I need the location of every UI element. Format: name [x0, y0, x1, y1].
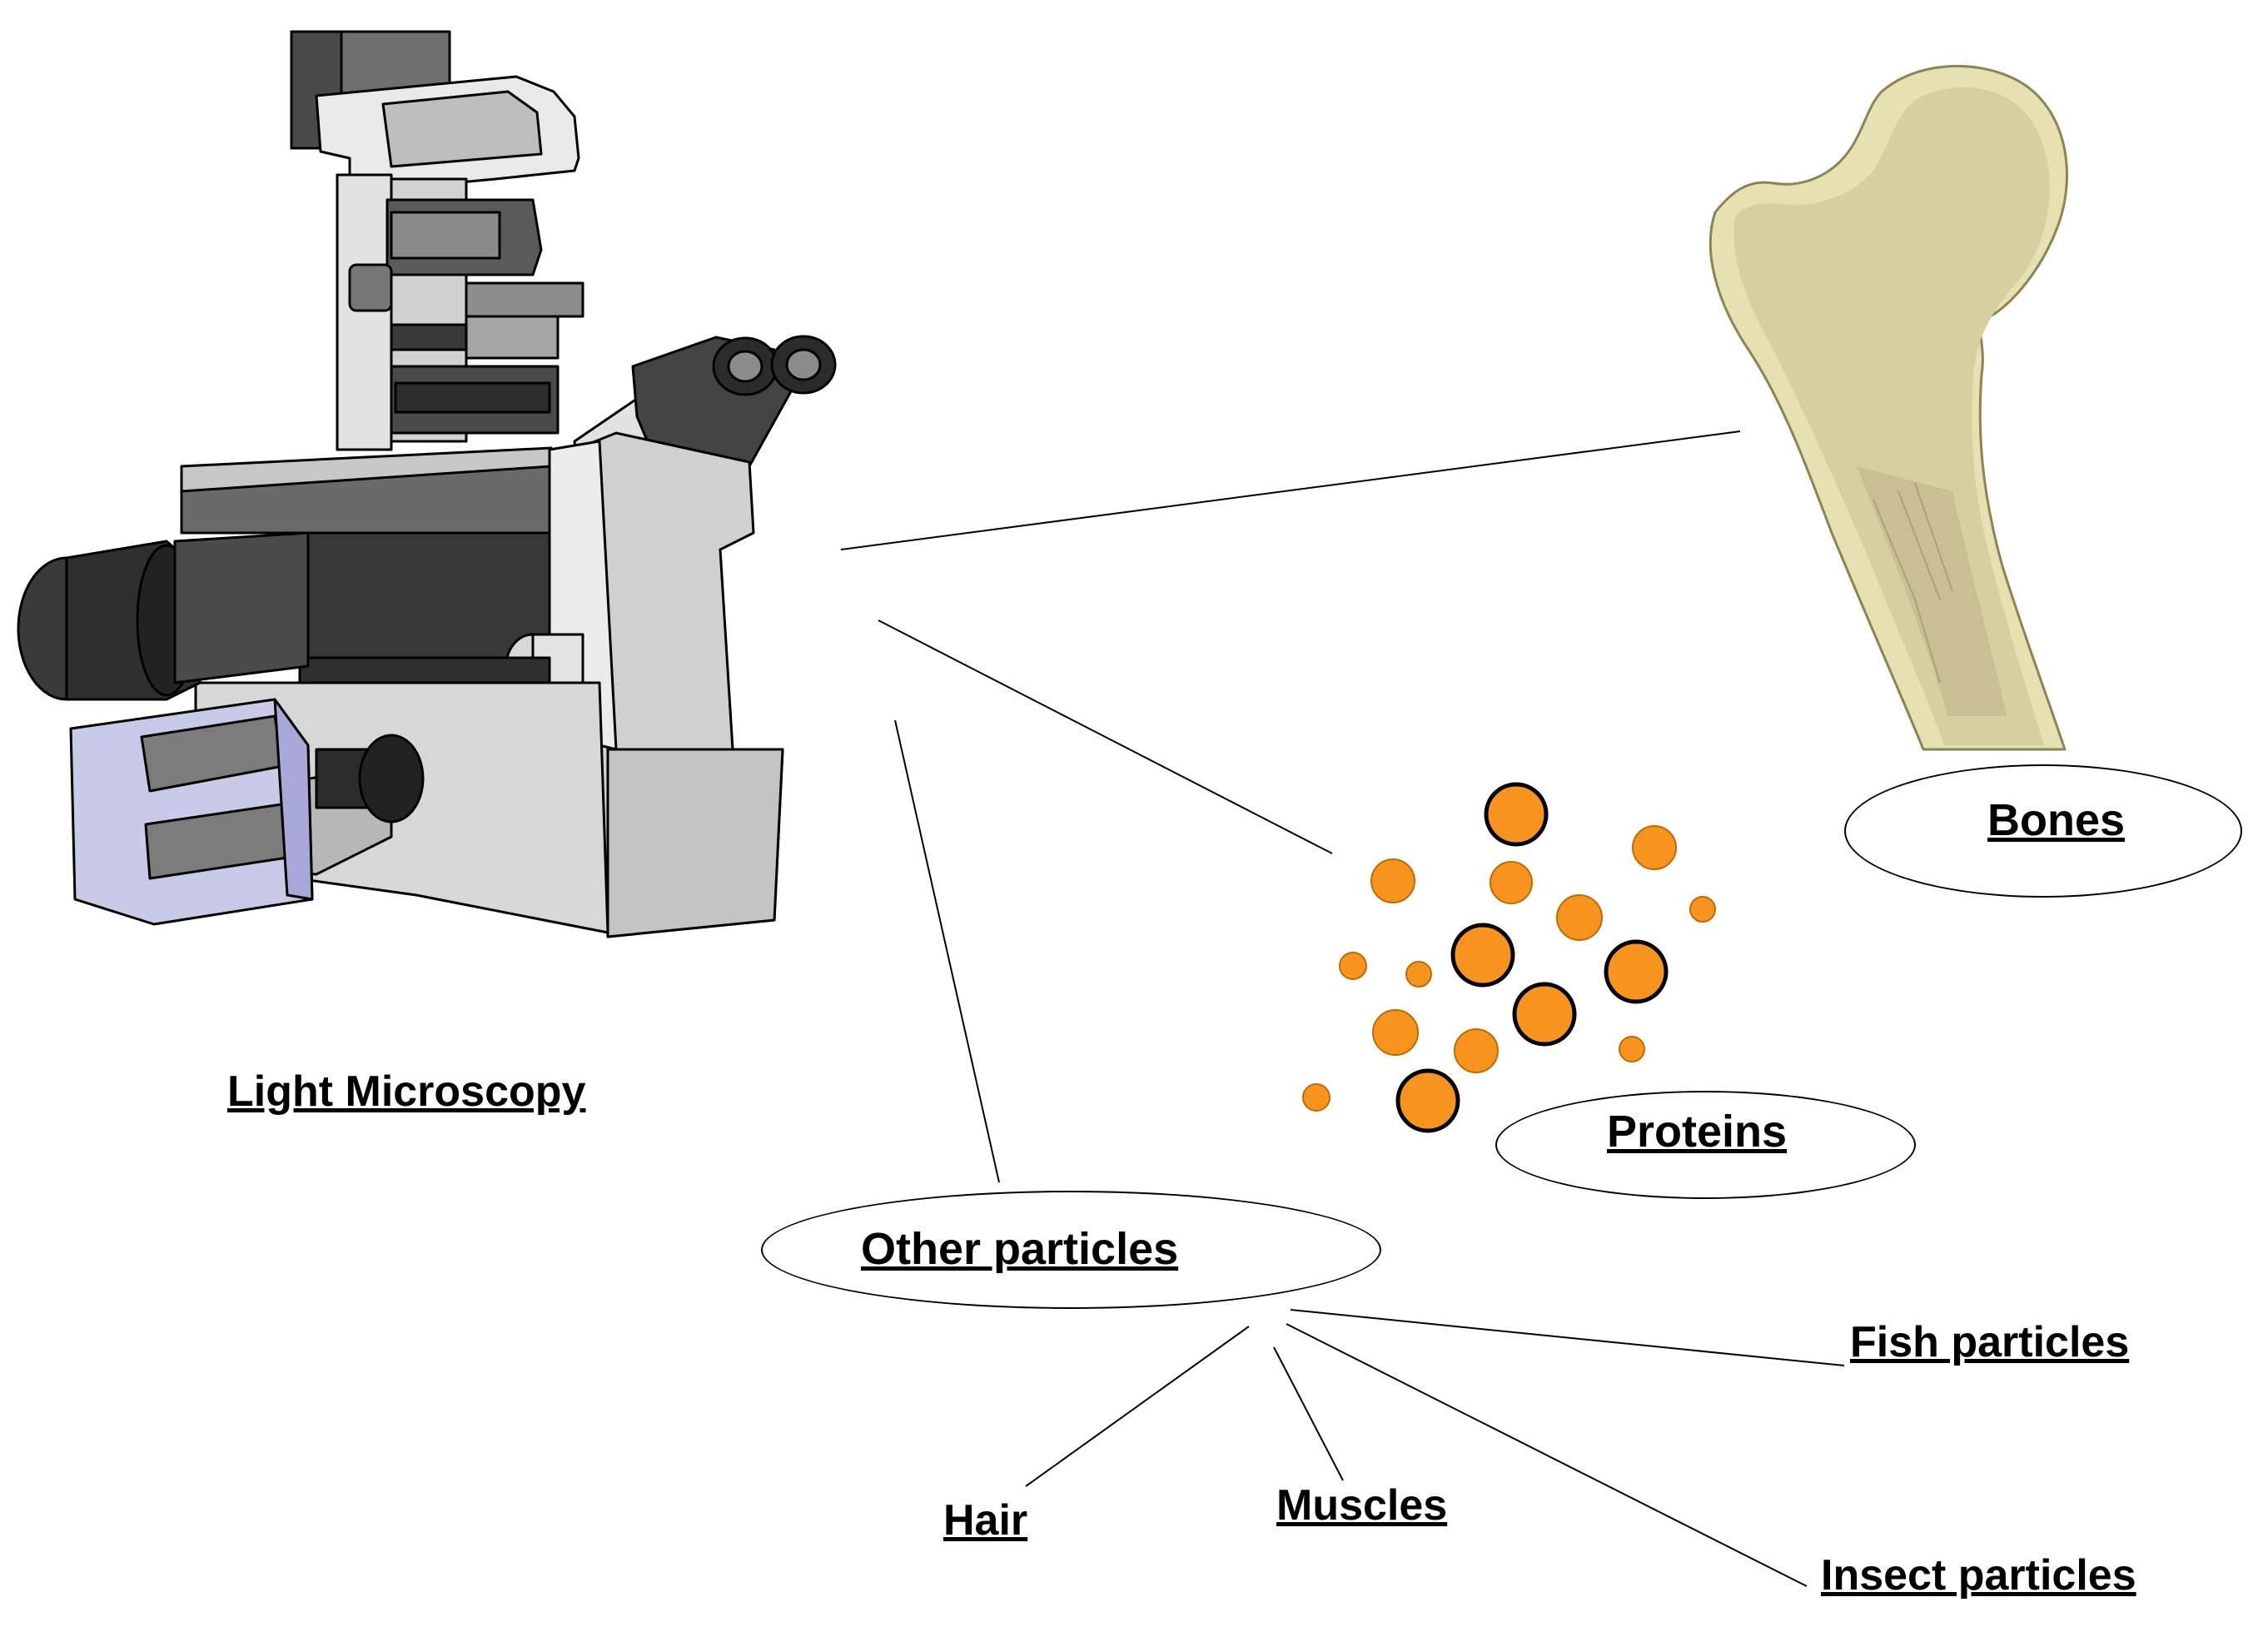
protein-particle — [1632, 825, 1677, 870]
protein-particle — [1512, 982, 1577, 1047]
protein-particle — [1484, 782, 1549, 847]
hair-label: Hair — [943, 1496, 1028, 1545]
protein-particle — [1372, 1009, 1419, 1056]
line-to-hair — [1025, 1326, 1250, 1487]
protein-particle — [1395, 1068, 1460, 1133]
fish-particles-label: Fish particles — [1850, 1318, 2130, 1366]
proteins-label: Proteins — [1607, 1107, 1788, 1157]
protein-particles — [1302, 782, 1716, 1133]
insect-particles-label: Insect particles — [1821, 1551, 2136, 1600]
protein-particle — [1604, 939, 1669, 1004]
bone-illustration — [1708, 64, 2068, 751]
light-microscopy-label: Light Microscopy — [227, 1067, 586, 1116]
line-to-other-particles — [894, 719, 1000, 1183]
protein-particle — [1619, 1036, 1645, 1062]
line-to-bones — [840, 430, 1741, 550]
other-particles-label: Other particles — [861, 1224, 1179, 1274]
other-particles-ellipse — [761, 1191, 1381, 1309]
line-to-fish — [1290, 1309, 1845, 1366]
bones-ellipse — [1844, 764, 2242, 898]
line-to-insect — [1286, 1323, 1808, 1587]
protein-particle — [1490, 861, 1533, 904]
line-to-proteins — [878, 619, 1333, 854]
protein-particle — [1689, 896, 1716, 923]
proteins-ellipse — [1495, 1091, 1916, 1199]
connector-lines — [840, 430, 1845, 1587]
microscope-illustration — [17, 30, 837, 938]
muscles-label: Muscles — [1276, 1481, 1448, 1530]
protein-particle — [1556, 894, 1603, 941]
protein-particle — [1302, 1083, 1330, 1112]
line-to-muscles — [1273, 1346, 1344, 1481]
protein-particle — [1339, 952, 1367, 980]
protein-particle — [1450, 923, 1515, 988]
protein-particle — [1454, 1028, 1499, 1073]
bones-label: Bones — [1987, 795, 2126, 845]
protein-particle — [1405, 961, 1432, 988]
protein-particle — [1370, 858, 1415, 903]
